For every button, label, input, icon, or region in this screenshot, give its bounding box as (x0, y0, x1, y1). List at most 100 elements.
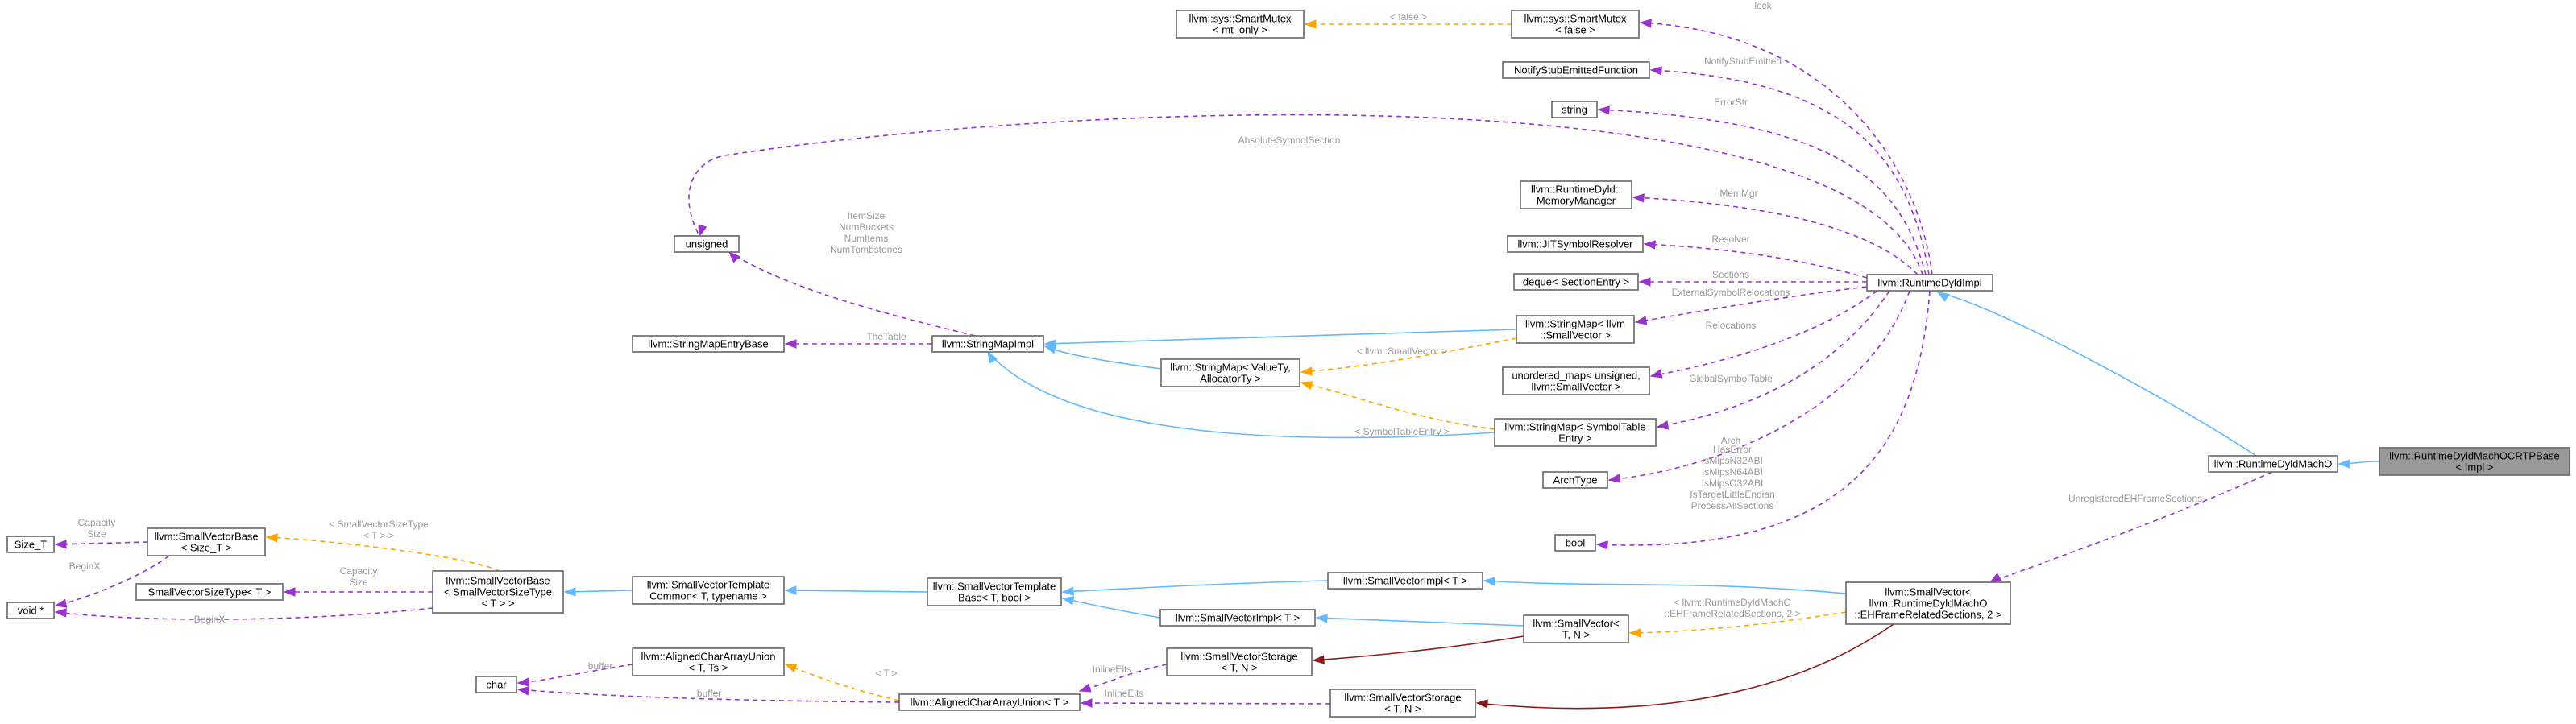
class-node-label: Entry > (1558, 432, 1592, 445)
edge-label-line: MemMgr (1719, 188, 1757, 199)
edge-arrowhead (987, 350, 998, 364)
edge-label-line: buffer (588, 660, 612, 672)
class-node-memMgr[interactable]: llvm::RuntimeDyld::MemoryManager (1520, 180, 1632, 209)
edge-label-line: ProcessAllSections (1691, 500, 1774, 511)
edge-label-notifyStubEmitted: NotifyStubEmitted (1704, 56, 1782, 67)
class-node-tmpl[interactable]: llvm::RuntimeDyldMachOCRTPBase< Impl > (2379, 447, 2570, 476)
class-node-stringMapValue[interactable]: llvm::StringMap< ValueTy,AllocatorTy > (1160, 358, 1300, 387)
class-node-box (135, 583, 284, 601)
class-node-alignedUnionTs[interactable]: llvm::AlignedCharArrayUnion< T, Ts > (632, 647, 785, 676)
edge-arrowhead (1315, 614, 1328, 623)
class-node-smallVecImplT2[interactable]: llvm::SmallVectorImpl< T > (1159, 609, 1316, 627)
class-node-smallVecStorage1[interactable]: llvm::SmallVectorStorage< T, N > (1166, 647, 1313, 676)
class-node-smallVecTN[interactable]: llvm::SmallVector<T, N > (1523, 614, 1629, 643)
edge-inherit-28 (1061, 596, 1161, 619)
class-node-smallVecStorage2[interactable]: llvm::SmallVectorStorage< T, N > (1329, 689, 1476, 718)
edge-label-svstTmpl: < SmallVectorSizeType< T > > (329, 519, 429, 541)
edge-label-line: IsMipsN64ABI (1702, 466, 1763, 478)
class-node-label: < false > (1555, 24, 1595, 36)
edge-arrowhead (54, 540, 67, 549)
class-node-box (1511, 10, 1640, 39)
edge-arrowhead (1649, 369, 1663, 379)
edge-usage-16: TheTable (784, 331, 932, 349)
edge-label-globalSymbolTable: GlobalSymbolTable (1689, 373, 1773, 384)
class-node-label: bool (1566, 537, 1586, 549)
class-node-label: llvm::SmallVector< (1533, 618, 1619, 630)
class-node-unsigned[interactable]: unsigned (674, 235, 740, 253)
class-node-voidPtr[interactable]: void * (6, 602, 55, 619)
class-node-deque[interactable]: deque< SectionEntry > (1513, 273, 1639, 291)
class-node-label: llvm::RuntimeDyldMachO (2214, 458, 2333, 470)
edge-label-line: ExternalSymbolRelocations (1672, 287, 1790, 298)
edge-label-line: BeginX (69, 561, 101, 572)
class-node-label: llvm::RuntimeDyldMachO (1869, 598, 1988, 610)
class-node-label: ArchType (1553, 474, 1598, 486)
edge-usage-40: InlineElts (1078, 664, 1168, 693)
edge-usage-4: NotifyStubEmitted (1649, 56, 1930, 275)
edge-label-line: < SymbolTableEntry > (1354, 426, 1449, 437)
class-node-stringMapSym[interactable]: llvm::StringMap< SymbolTableEntry > (1494, 418, 1657, 447)
class-node-smartMutexMt[interactable]: llvm::sys::SmartMutex< mt_only > (1176, 10, 1305, 39)
edge-line (1635, 286, 1868, 323)
edge-label-line: lock (1754, 0, 1772, 11)
edge-line (1989, 471, 2273, 583)
edge-inherit-30 (784, 585, 928, 595)
edge-label-line: ItemSize (848, 210, 886, 221)
class-node-label: llvm::SmallVector< (1885, 586, 1971, 598)
class-node-stringMapLlvm[interactable]: llvm::StringMap< llvm::SmallVector > (1516, 315, 1635, 344)
class-node-machO[interactable]: llvm::RuntimeDyldMachO (2208, 455, 2338, 473)
edge-arrowhead (1607, 474, 1621, 483)
class-node-smallVecSizeType[interactable]: SmallVectorSizeType< T > (135, 583, 284, 601)
class-node-bool[interactable]: bool (1554, 534, 1596, 552)
class-node-smallVecBaseSVST[interactable]: llvm::SmallVectorBase< SmallVectorSizeTy… (432, 570, 564, 614)
class-node-label: llvm::StringMap< llvm (1525, 318, 1625, 330)
class-node-stringMapEntryBase[interactable]: llvm::StringMapEntryBase (632, 335, 785, 353)
class-node-smallVecBaseSizeT[interactable]: llvm::SmallVectorBase< Size_T > (147, 527, 266, 556)
class-node-stringMapImpl[interactable]: llvm::StringMapImpl (931, 335, 1044, 353)
class-node-alignedUnionT[interactable]: llvm::AlignedCharArrayUnion< T > (898, 693, 1081, 711)
class-node-label: llvm::sys::SmartMutex (1524, 13, 1627, 25)
class-node-label: unsigned (686, 238, 728, 250)
edge-line (1644, 243, 1868, 279)
class-node-box (1502, 366, 1650, 395)
class-node-box (1329, 689, 1476, 718)
class-node-impl[interactable]: llvm::RuntimeDyldImpl (1866, 274, 1993, 292)
edge-line (1300, 382, 1495, 430)
edge-label-relocations: Relocations (1706, 320, 1757, 331)
class-node-char[interactable]: char (475, 676, 517, 693)
class-node-label: < Impl > (2456, 461, 2494, 474)
edge-usage-35: BeginX (54, 607, 433, 625)
class-node-smallVecImplT[interactable]: llvm::SmallVectorImpl< T > (1327, 572, 1483, 590)
class-node-label: llvm::SmallVectorImpl< T > (1176, 612, 1300, 624)
class-node-smallVecEH[interactable]: llvm::SmallVector<llvm::RuntimeDyldMachO… (1845, 581, 2011, 625)
class-node-box (1554, 534, 1596, 552)
edge-inherit-0 (2337, 459, 2380, 469)
class-node-label: Base< T, bool > (958, 592, 1031, 604)
class-node-string[interactable]: string (1551, 101, 1598, 118)
class-node-box (6, 602, 55, 619)
edge-label-falseTmpl: < false > (1390, 11, 1427, 23)
class-node-box (1176, 10, 1305, 39)
class-node-unorderedMap[interactable]: unordered_map< unsigned,llvm::SmallVecto… (1502, 366, 1650, 395)
edge-arrowhead (1080, 698, 1093, 708)
class-node-box (1327, 572, 1483, 590)
edge-line (1608, 290, 1910, 481)
edge-inherit-27 (1315, 614, 1524, 627)
class-node-jitResolver[interactable]: llvm::JITSymbolResolver (1507, 235, 1644, 253)
edge-usage-11: Relocations (1649, 290, 1878, 379)
class-node-label: < T, Ts > (689, 662, 728, 674)
class-node-notifyStub[interactable]: NotifyStubEmittedFunction (1502, 61, 1650, 79)
class-node-sizeT[interactable]: Size_T (6, 536, 55, 553)
edge-line (1300, 337, 1517, 373)
edge-arrowhead (1300, 381, 1313, 391)
edge-line (1483, 580, 1847, 594)
class-node-archType[interactable]: ArchType (1542, 471, 1608, 489)
class-node-smartMutexFalse[interactable]: llvm::sys::SmartMutex< false > (1511, 10, 1640, 39)
edge-line (1650, 290, 1878, 377)
edge-usage-9: Sections (1638, 269, 1867, 287)
edge-inherit-private-29 (1312, 635, 1524, 664)
edge-line (1044, 345, 1162, 370)
